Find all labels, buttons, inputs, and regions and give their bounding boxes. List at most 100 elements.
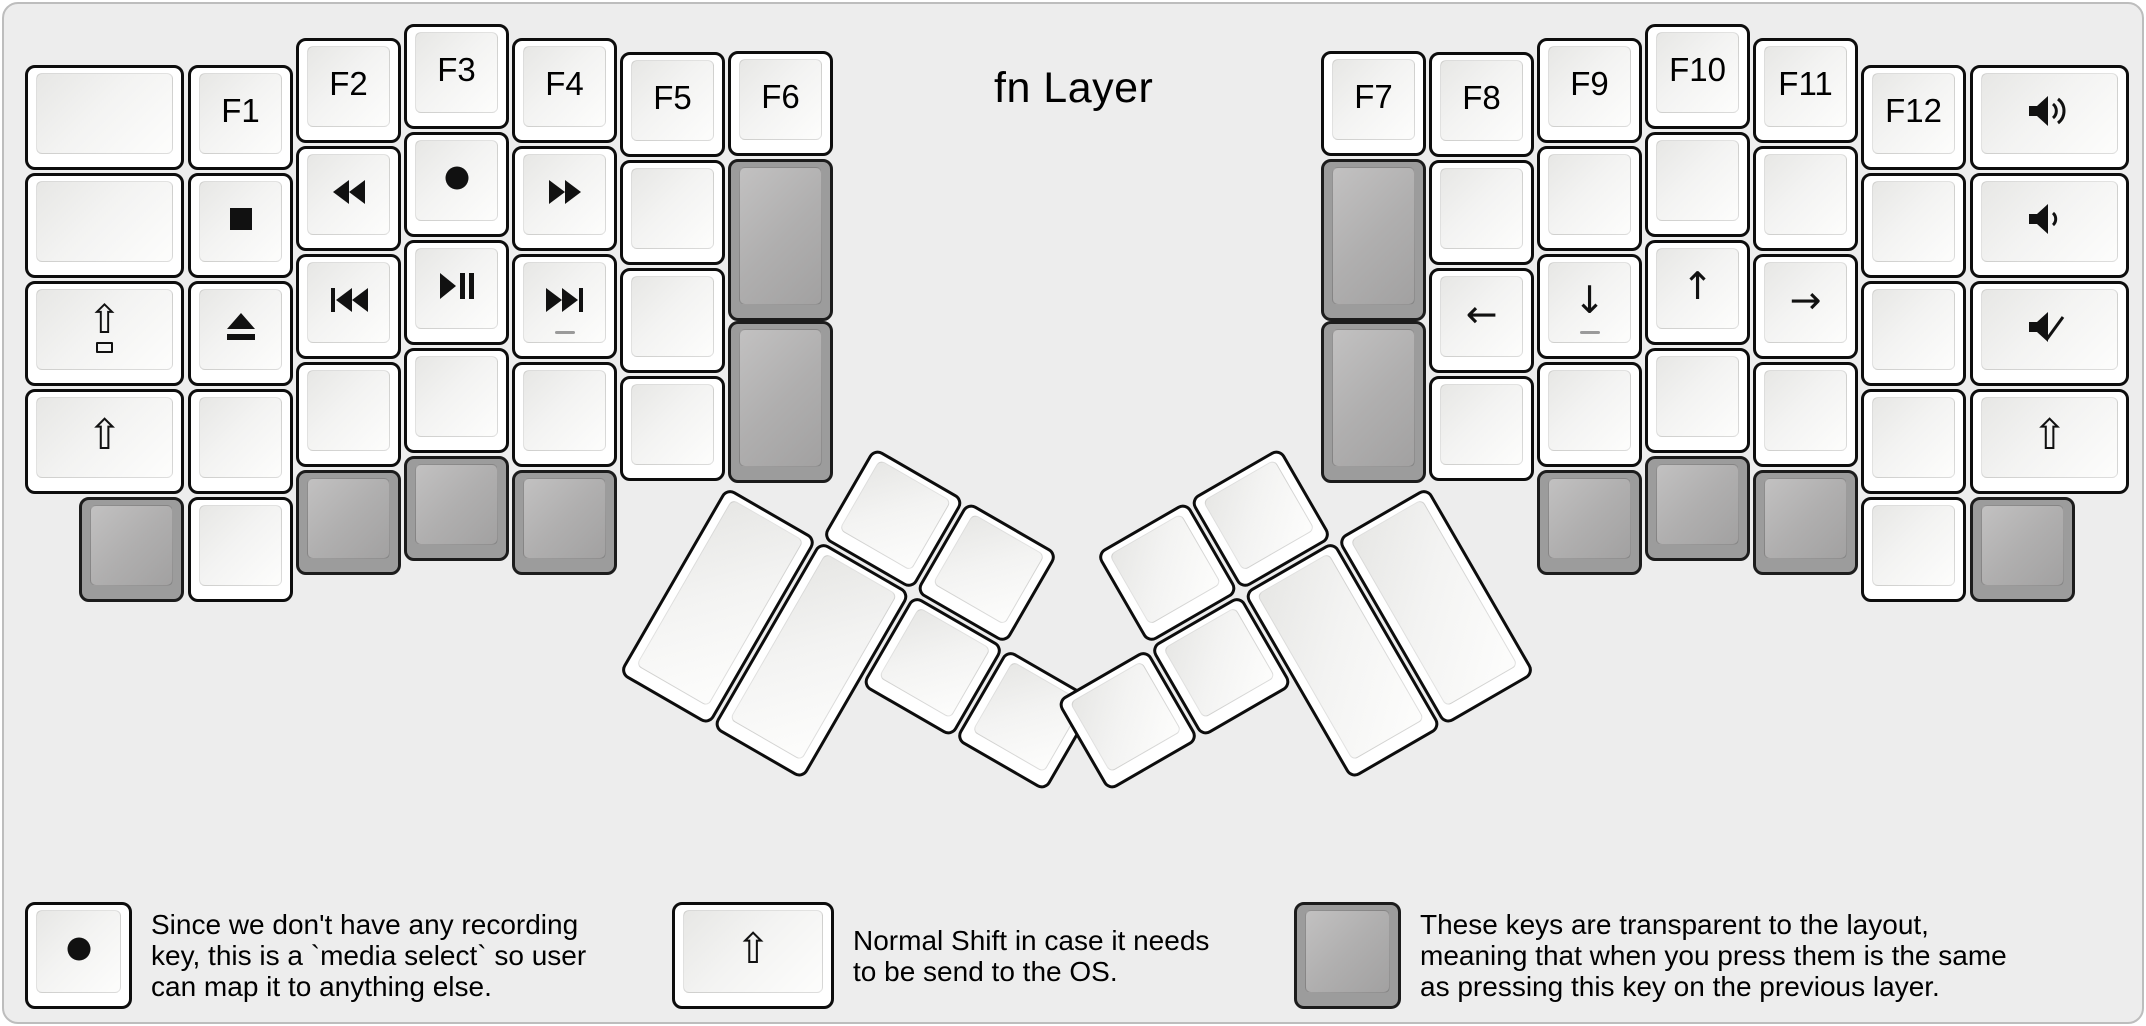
- key-f11[interactable]: F11: [1753, 38, 1858, 143]
- key-transparent[interactable]: [728, 159, 833, 321]
- key-surface: [415, 140, 498, 221]
- key-surface: [1548, 154, 1631, 235]
- key-volume-up[interactable]: [1970, 65, 2129, 170]
- key-surface: [1332, 329, 1415, 467]
- key-volume-down[interactable]: [1970, 173, 2129, 278]
- key-blank[interactable]: [1645, 348, 1750, 453]
- key-surface: [839, 459, 952, 572]
- record-icon: [443, 164, 471, 192]
- key-play-pause[interactable]: [404, 240, 509, 345]
- key-f10[interactable]: F10: [1645, 24, 1750, 129]
- legend-text-line: meaning that when you press them is the …: [1420, 940, 2007, 971]
- key-f3[interactable]: F3: [404, 24, 509, 129]
- key-label: F10: [1669, 50, 1726, 88]
- key-transparent[interactable]: [404, 456, 509, 561]
- key-blank[interactable]: [1861, 281, 1966, 386]
- key-label: F1: [221, 91, 260, 129]
- key-surface: [307, 370, 390, 451]
- key-f2[interactable]: F2: [296, 38, 401, 143]
- key-transparent[interactable]: [1753, 470, 1858, 575]
- key-arrow-left[interactable]: ←: [1429, 268, 1534, 373]
- key-f5[interactable]: F5: [620, 52, 725, 157]
- key-surface: ↓: [1548, 262, 1631, 343]
- key-caps-lock[interactable]: ⇧: [25, 281, 184, 386]
- key-transparent[interactable]: [1645, 456, 1750, 561]
- key-blank[interactable]: [1429, 376, 1534, 481]
- key-f4[interactable]: F4: [512, 38, 617, 143]
- key-f7[interactable]: F7: [1321, 51, 1426, 156]
- key-blank[interactable]: [188, 497, 293, 602]
- key-f1[interactable]: F1: [188, 65, 293, 170]
- key-blank[interactable]: [620, 376, 725, 481]
- key-blank[interactable]: [620, 268, 725, 373]
- key-label: F2: [329, 64, 368, 102]
- key-shift[interactable]: ⇧: [1970, 389, 2129, 494]
- key-stop[interactable]: [188, 173, 293, 278]
- key-surface: ⇧: [683, 910, 823, 993]
- key-transparent[interactable]: [1321, 159, 1426, 321]
- key-surface: [1656, 356, 1739, 437]
- key-blank[interactable]: [25, 173, 184, 278]
- key-arrow-down[interactable]: ↓: [1537, 254, 1642, 359]
- key-blank[interactable]: [25, 65, 184, 170]
- key-arrow-up[interactable]: ↑: [1645, 240, 1750, 345]
- key-surface: F9: [1548, 46, 1631, 127]
- key-arrow-right[interactable]: →: [1753, 254, 1858, 359]
- key-blank[interactable]: [620, 160, 725, 265]
- key-f8[interactable]: F8: [1429, 52, 1534, 157]
- key-transparent[interactable]: [79, 497, 184, 602]
- key-surface: [1656, 140, 1739, 221]
- volume-mute-icon: [2028, 311, 2071, 342]
- key-blank[interactable]: [1537, 146, 1642, 251]
- key-blank[interactable]: [296, 362, 401, 467]
- key-surface: ⇧: [36, 289, 173, 370]
- key-transparent[interactable]: [1321, 321, 1426, 483]
- key-eject[interactable]: [188, 281, 293, 386]
- key-blank[interactable]: [1753, 146, 1858, 251]
- key-label: F7: [1354, 77, 1393, 115]
- legend-text-line: Since we don't have any recording: [151, 909, 579, 940]
- key-blank[interactable]: [1861, 497, 1966, 602]
- key-surface: [1548, 370, 1631, 451]
- key-blank[interactable]: [188, 389, 293, 494]
- key-transparent: [1294, 902, 1401, 1009]
- key-blank[interactable]: [404, 348, 509, 453]
- key-blank[interactable]: [1861, 173, 1966, 278]
- key-blank[interactable]: [1861, 389, 1966, 494]
- next-track-icon: [545, 287, 585, 312]
- key-shift[interactable]: ⇧: [25, 389, 184, 494]
- page-title: fn Layer: [994, 64, 1154, 112]
- key-surface: F2: [307, 46, 390, 127]
- key-blank[interactable]: [1537, 362, 1642, 467]
- key-volume-mute[interactable]: [1970, 281, 2129, 386]
- key-surface: [523, 154, 606, 235]
- key-fast-forward[interactable]: [512, 146, 617, 251]
- key-f9[interactable]: F9: [1537, 38, 1642, 143]
- key-blank[interactable]: [1429, 160, 1534, 265]
- key-transparent[interactable]: [1970, 497, 2075, 602]
- key-transparent[interactable]: [728, 321, 833, 483]
- key-surface: F6: [739, 59, 822, 140]
- key-next-track[interactable]: [512, 254, 617, 359]
- key-surface: [307, 478, 390, 559]
- key-surface: [1981, 289, 2118, 370]
- key-surface: [415, 464, 498, 545]
- key-transparent[interactable]: [296, 470, 401, 575]
- key-transparent[interactable]: [1537, 470, 1642, 575]
- key-record[interactable]: [404, 132, 509, 237]
- key-blank[interactable]: [512, 362, 617, 467]
- key-blank[interactable]: [1753, 362, 1858, 467]
- key-transparent[interactable]: [512, 470, 617, 575]
- key-prev-track[interactable]: [296, 254, 401, 359]
- key-f12[interactable]: F12: [1861, 65, 1966, 170]
- record-icon: [65, 935, 93, 963]
- arrow-down-icon: ↓: [1573, 277, 1606, 322]
- key-surface: [415, 356, 498, 437]
- shift-icon: ⇧: [735, 923, 771, 973]
- volume-up-icon: [2028, 95, 2071, 126]
- key-rewind[interactable]: [296, 146, 401, 251]
- key-f6[interactable]: F6: [728, 51, 833, 156]
- key-label: F11: [1778, 64, 1833, 102]
- key-blank[interactable]: [1645, 132, 1750, 237]
